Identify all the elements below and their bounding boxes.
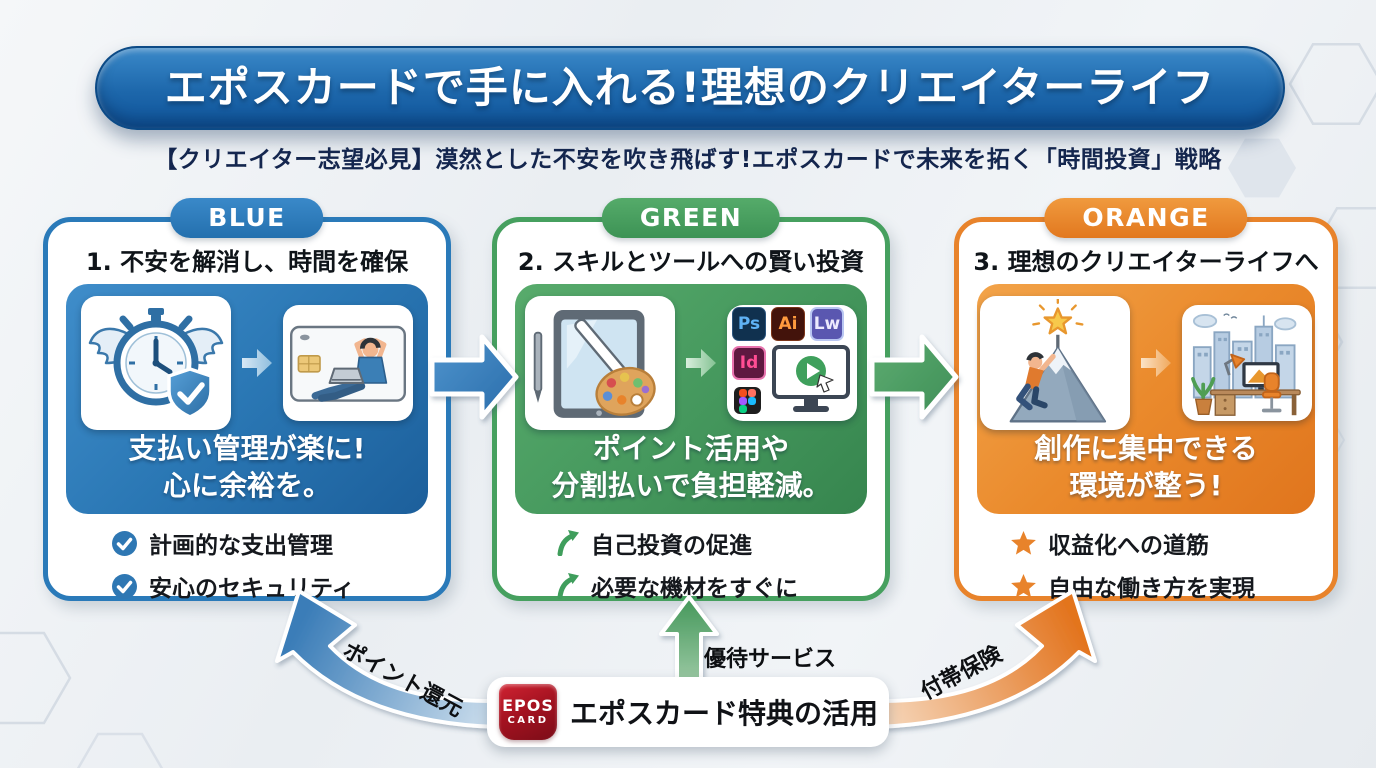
- caption-line: 環境が整う!: [1069, 468, 1223, 502]
- caption-line: 分割払いで負担軽減。: [551, 468, 831, 502]
- bullet-text: 必要な機材をすぐに: [591, 576, 798, 602]
- step-visual-box: Ps Ai Lw Id: [515, 284, 867, 514]
- flow-label-point-reward: ポイント還元: [338, 638, 467, 723]
- illustration-row: [78, 294, 416, 431]
- bullet-item: 自己投資の促進: [555, 526, 827, 560]
- illustration-row: [980, 294, 1312, 431]
- star-icon: [1011, 574, 1036, 598]
- check-icon: [112, 530, 137, 556]
- illustration-tile: [980, 295, 1130, 430]
- page-title: エポスカードで手に入れる!理想のクリエイターライフ: [164, 63, 1216, 112]
- illustration-tile: [283, 304, 413, 421]
- illustration-tile: Ps Ai Lw Id: [727, 304, 857, 421]
- mountain-summit-star-illustration: [1009, 298, 1107, 423]
- page-subtitle: 【クリエイター志望必見】漠然とした不安を吹き飛ばす!エポスカードで未来を拓く「時…: [154, 147, 1222, 173]
- bullet-item: 安心のセキュリティ: [111, 569, 383, 603]
- epos-logo-subtext: CARD: [507, 714, 549, 726]
- illustration-tile: [525, 295, 675, 430]
- panel-badge-blue: BLUE: [170, 198, 324, 238]
- benefit-list: 自己投資の促進 必要な機材をすぐに: [497, 526, 885, 603]
- step-caption: 支払い管理が楽に! 心に余裕を。: [78, 431, 416, 504]
- caption-line: 創作に集中できる: [1034, 432, 1258, 466]
- epos-benefits-hub: EPOS CARD エポスカード特典の活用: [487, 677, 889, 747]
- bullet-item: 計画的な支出管理: [111, 526, 383, 560]
- step-heading: 3. 理想のクリエイターライフへ: [973, 248, 1319, 276]
- illustrator-app-icon: Ai: [771, 306, 805, 341]
- panel-badge-green: GREEN: [601, 198, 781, 238]
- monitor-play-illustration: [772, 344, 850, 412]
- tablet-stylus-palette-illustration: [533, 309, 656, 418]
- step-panel-blue: BLUE 1. 不安を解消し、時間を確保: [43, 198, 451, 603]
- bullet-item: 自由な働き方を実現: [1010, 569, 1282, 603]
- bullet-text: 安心のセキュリティ: [149, 576, 355, 602]
- step-visual-box: 創作に集中できる 環境が整う!: [977, 284, 1315, 514]
- right-arrow-icon: [1141, 348, 1171, 377]
- lw-app-icon: Lw: [810, 306, 844, 341]
- panel-badge-orange: ORANGE: [1044, 198, 1248, 238]
- step-panel-orange: ORANGE 3. 理想のクリエイターライフへ: [954, 198, 1338, 603]
- creative-apps-illustration: Ps Ai Lw Id: [729, 306, 855, 419]
- winged-stopwatch-shield-illustration: [88, 307, 224, 419]
- bullet-text: 自己投資の促進: [591, 533, 752, 559]
- growth-arrow-icon: [557, 530, 579, 556]
- right-arrow-icon: [686, 348, 716, 377]
- credit-card-relaxing-person-illustration: [290, 325, 406, 402]
- caption-line: 支払い管理が楽に!: [128, 432, 366, 466]
- step-caption: 創作に集中できる 環境が整う!: [989, 431, 1303, 504]
- check-icon: [112, 573, 137, 599]
- illustration-tile: [1182, 304, 1312, 421]
- flow-label-insurance: 付帯保険: [916, 641, 1007, 706]
- illustration-tile: [81, 295, 231, 430]
- caption-line: ポイント活用や: [592, 432, 789, 466]
- bullet-text: 収益化への道筋: [1048, 533, 1209, 559]
- benefit-list: 収益化への道筋 自由な働き方を実現: [959, 526, 1333, 603]
- hub-title: エポスカード特典の活用: [570, 697, 879, 730]
- step-caption: ポイント活用や 分割払いで負担軽減。: [527, 431, 855, 504]
- title-banner: エポスカードで手に入れる!理想のクリエイターライフ: [95, 46, 1285, 130]
- bullet-item: 収益化への道筋: [1010, 526, 1282, 560]
- step-panel-green: GREEN 2. スキルとツールへの賢い投資: [492, 198, 890, 603]
- step-visual-box: 支払い管理が楽に! 心に余裕を。: [66, 284, 428, 514]
- photoshop-app-icon: Ps: [732, 306, 766, 341]
- city-workspace-illustration: [1191, 312, 1301, 416]
- star-icon: [1011, 531, 1036, 555]
- bullet-text: 計画的な支出管理: [149, 533, 333, 559]
- indesign-app-icon: Id: [732, 345, 766, 380]
- step-heading: 2. スキルとツールへの賢い投資: [517, 248, 865, 276]
- bullet-item: 必要な機材をすぐに: [555, 569, 827, 603]
- flow-label-privilege-service: 優待サービス: [704, 647, 837, 672]
- right-arrow-icon: [242, 348, 272, 377]
- illustration-row: Ps Ai Lw Id: [525, 294, 857, 431]
- benefit-list: 計画的な支出管理 安心のセキュリティ: [48, 526, 446, 603]
- bullet-text: 自由な働き方を実現: [1048, 576, 1255, 602]
- growth-arrow-icon: [557, 573, 579, 599]
- step-heading: 1. 不安を解消し、時間を確保: [85, 248, 409, 276]
- epos-card-logo: EPOS CARD: [499, 684, 557, 740]
- caption-line: 心に余裕を。: [162, 468, 331, 502]
- figma-app-icon: [734, 386, 761, 414]
- epos-logo-text: EPOS: [502, 696, 554, 716]
